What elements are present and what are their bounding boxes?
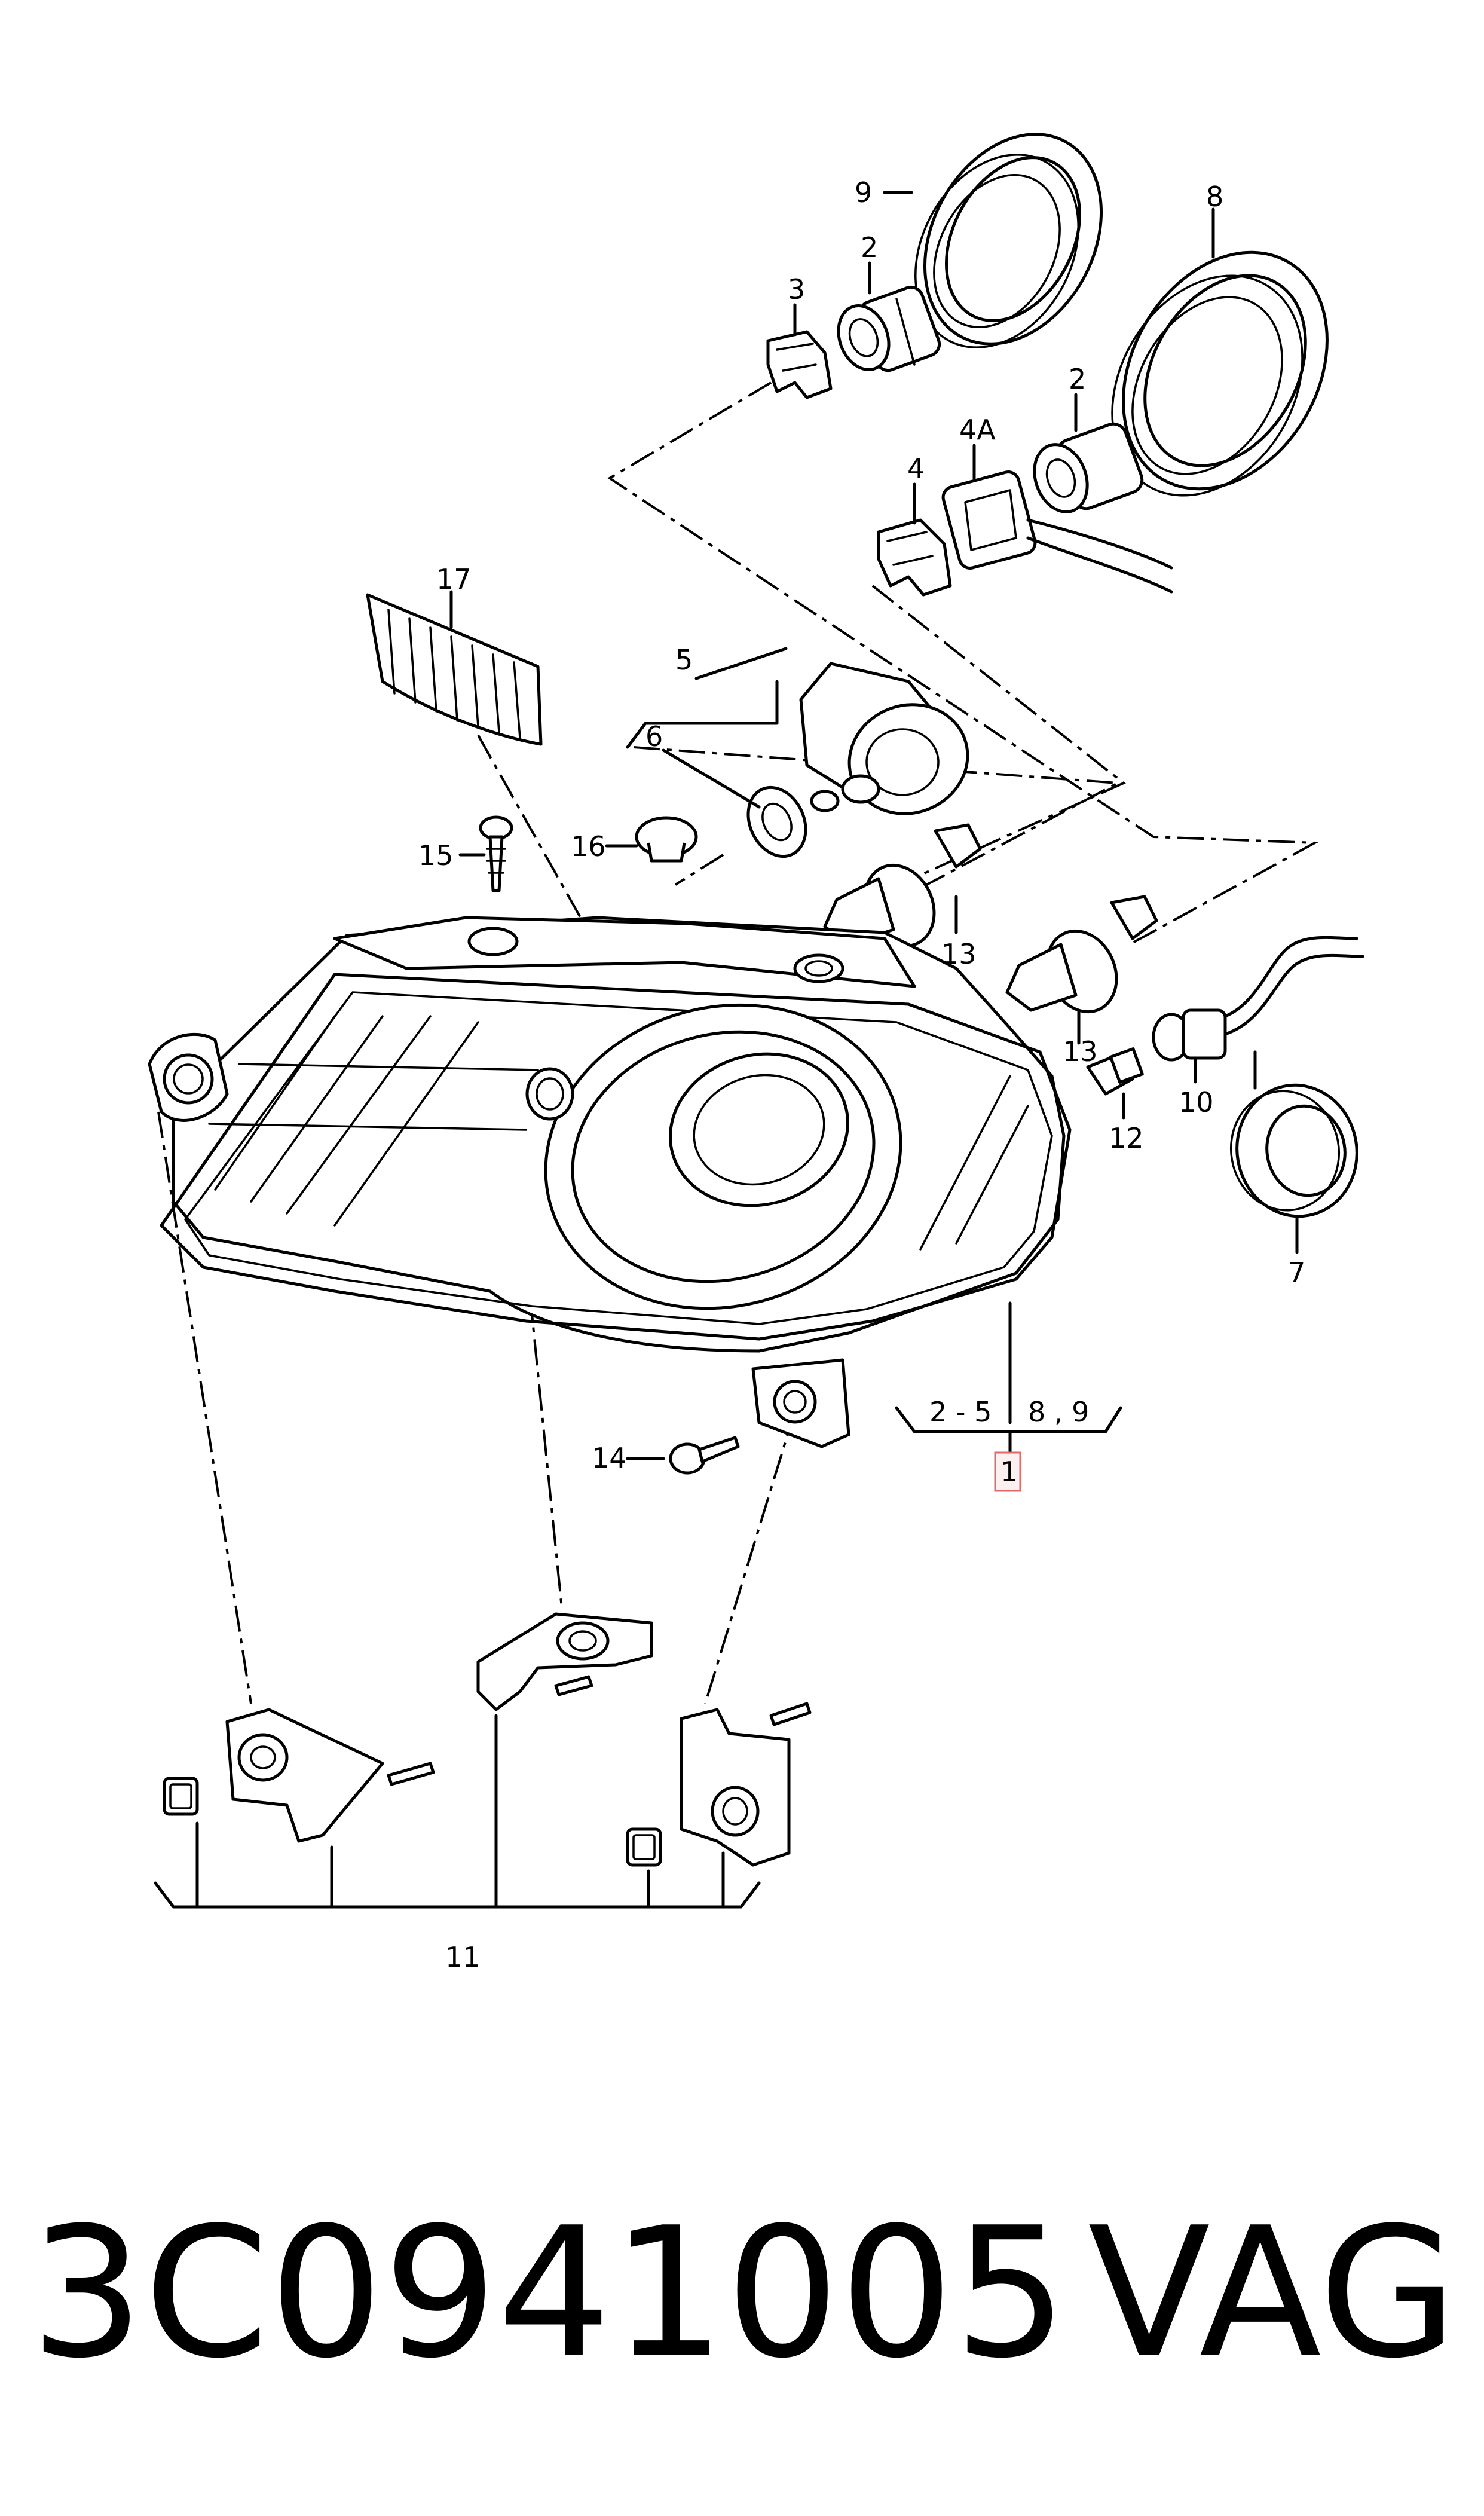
cover-cap-7 [1229,1083,1358,1218]
callout-16: 16 [571,830,606,863]
leader-lines [449,191,1299,1460]
cap-16 [635,816,698,863]
bulb-socket-2-lower [1033,422,1144,513]
callout-range-right: 8 , 9 [1028,1396,1089,1428]
callout-13-upper: 13 [941,938,977,970]
highlight-box-1 [994,1451,1021,1492]
callout-7: 7 [1288,1257,1305,1289]
gasket-6 [746,785,807,858]
callout-9: 9 [855,176,872,209]
bulb-13-upper [823,823,982,948]
callout-14: 14 [592,1442,627,1474]
brand-name: VAG [1088,2189,1457,2398]
bulb-13-lower [1005,895,1158,1014]
bulb-holder-4 [877,518,952,597]
leveling-motor-5 [799,662,969,815]
callout-labels: 9 2 3 8 2 4A 4 17 5 6 16 15 13 13 12 10 … [418,176,1305,1973]
callout-range-left: 2 - 5 [929,1396,992,1428]
wiring-connector-4a [941,470,1173,594]
callout-2-lower: 2 [1069,363,1086,395]
bulb-holder-3 [766,330,833,399]
callout-13-lower: 13 [1063,1035,1098,1068]
callout-8: 8 [1206,181,1223,213]
sealing-ring-9 [914,133,1103,348]
lens-film-17 [366,593,543,746]
callout-2-upper: 2 [861,231,878,264]
part-number: 3C0941005 [30,2189,1067,2398]
bulb-12 [1086,1047,1144,1096]
callout-12: 12 [1109,1122,1144,1154]
bulb-socket-2-upper [837,285,941,372]
callout-4a: 4A [959,414,996,446]
callout-10: 10 [1179,1086,1214,1118]
screw-15 [479,815,513,892]
callout-15: 15 [418,839,454,872]
callout-11: 11 [445,1941,481,1973]
callout-6: 6 [645,720,663,753]
bracket-set-11 [154,1612,812,1909]
socket-wire-10 [1152,936,1364,1062]
footer: 3C0941005 VAG [30,2189,1457,2398]
callout-5: 5 [675,644,693,676]
screw-14 [669,1436,740,1475]
callout-4: 4 [907,453,925,485]
headlight-housing-1 [148,916,1072,1448]
callout-17: 17 [436,563,472,595]
callout-3: 3 [788,273,805,305]
sealing-ring-8 [1111,250,1329,497]
callout-1: 1 [1000,1456,1018,1488]
